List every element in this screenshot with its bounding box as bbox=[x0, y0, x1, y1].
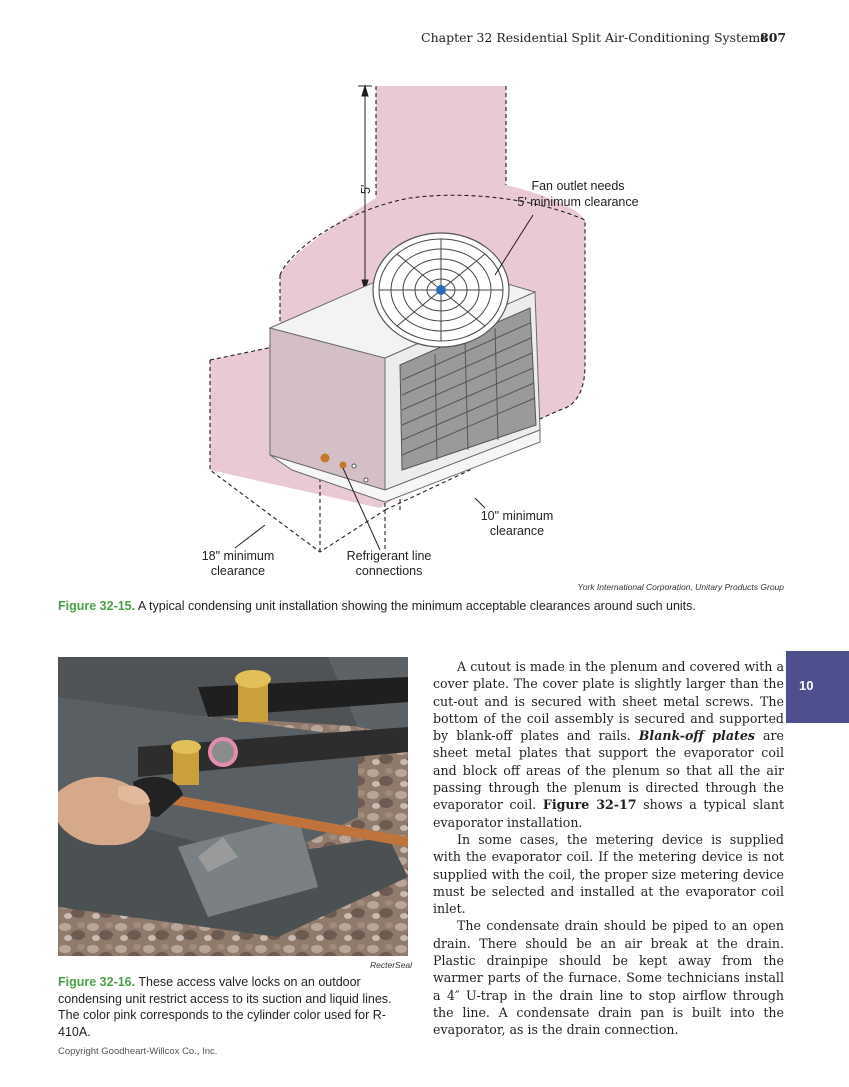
paragraph-metering-device: In some cases, the metering device is su… bbox=[433, 831, 784, 917]
figure-32-16-photo bbox=[58, 657, 408, 956]
front-clearance-label-1: 18" minimum bbox=[202, 549, 275, 563]
fan-clearance-label-2: 5' minimum clearance bbox=[517, 195, 638, 209]
chapter-title: Chapter 32 Residential Split Air-Conditi… bbox=[421, 30, 767, 45]
figure-15-credit: York International Corporation, Unitary … bbox=[577, 582, 784, 592]
figure-15-caption-text: A typical condensing unit installation s… bbox=[137, 599, 696, 613]
refrigerant-label-1: Refrigerant line bbox=[347, 549, 432, 563]
running-header: Chapter 32 Residential Split Air-Conditi… bbox=[0, 30, 849, 50]
paragraph-text: A cutout is made in the plenum and cover… bbox=[433, 659, 784, 744]
figure-16-credit: RecterSeal bbox=[370, 960, 413, 970]
fan-clearance-label-1: Fan outlet needs bbox=[531, 179, 624, 193]
paragraph-condensate-drain: The condensate drain should be piped to … bbox=[433, 918, 784, 1038]
refrigerant-label-2: connections bbox=[356, 564, 423, 578]
paragraph-text: are sheet metal plates that support the … bbox=[433, 728, 784, 813]
page-number: 807 bbox=[760, 30, 787, 45]
body-text-column: A cutout is made in the plenum and cover… bbox=[433, 658, 784, 1039]
paragraph-cover-plate: A cutout is made in the plenum and cover… bbox=[433, 658, 784, 831]
condensing-unit bbox=[268, 232, 541, 503]
front-clearance-label-2: clearance bbox=[211, 564, 265, 578]
figure-16-caption-label: Figure 32-16. bbox=[58, 975, 136, 989]
figure-32-15-illustration: 5' bbox=[202, 84, 639, 578]
leader-lines bbox=[234, 214, 534, 551]
figure-16-caption: Figure 32-16. These access valve locks o… bbox=[58, 974, 410, 1040]
figure-16-caption-text: These access valve locks on an outdoor c… bbox=[58, 975, 392, 1039]
key-term: Blank-off plates bbox=[638, 728, 755, 744]
figure-reference: Figure 32-17 bbox=[542, 797, 637, 813]
chapter-section-tab: 10 bbox=[786, 651, 849, 723]
copyright-footer: Copyright Goodheart-Willcox Co., Inc. bbox=[58, 1046, 218, 1057]
paragraph-text: shows a typical slant evaporator install… bbox=[433, 797, 785, 830]
figure-15-caption-label: Figure 32-15. bbox=[58, 599, 136, 613]
dimension-label: 5' bbox=[359, 185, 373, 194]
section-tab-number: 10 bbox=[799, 678, 814, 693]
figure-15-caption: Figure 32-15. A typical condensing unit … bbox=[58, 598, 798, 615]
dimension-marker bbox=[358, 84, 372, 292]
side-clearance-label-1: 10" minimum bbox=[481, 509, 554, 523]
valve-lock-photo bbox=[58, 657, 408, 956]
side-clearance-label-2: clearance bbox=[490, 524, 544, 538]
